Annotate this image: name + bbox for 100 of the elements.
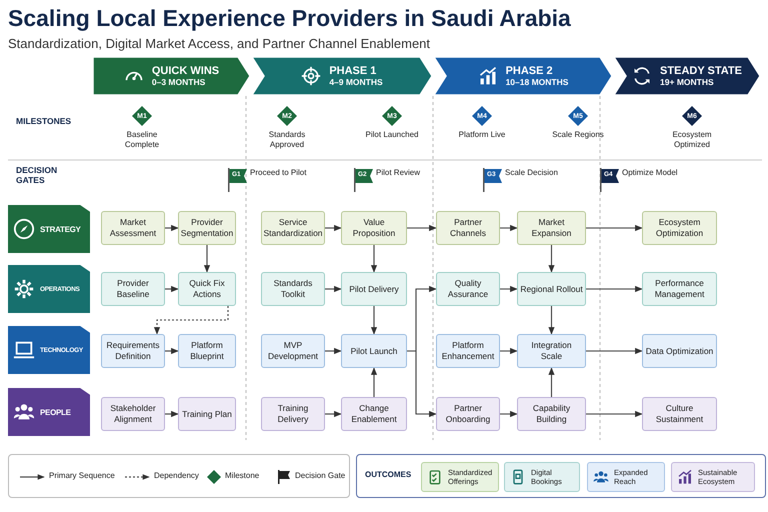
legend-label: Decision Gate [295, 471, 346, 480]
arrow [407, 224, 437, 232]
arrow [325, 224, 342, 232]
arrow [165, 348, 179, 354]
task-box: Pilot Launch [341, 334, 407, 368]
task-box: Change Enablement [341, 397, 407, 431]
phase-duration: 19+ MONTHS [660, 77, 715, 87]
milestone-diamond [682, 106, 702, 126]
milestone-diamond [472, 106, 492, 126]
milestone-label: Baseline Complete [124, 130, 160, 151]
arrow [548, 245, 555, 273]
outcome-card [587, 462, 665, 492]
gate-flag [228, 168, 248, 192]
gate-label: Proceed to Pilot [250, 168, 308, 179]
milestone-diamond [568, 106, 588, 126]
task-box: Training Plan [178, 397, 236, 431]
dependency-arrow [154, 306, 229, 335]
title: Scaling Local Experience Providers in Saudi Arabia [8, 5, 572, 33]
arrow [586, 348, 643, 354]
task-box: Platform Blueprint [178, 334, 236, 368]
phase-header [252, 57, 432, 95]
gate-flag [354, 168, 374, 192]
task-box: Ecosystem Optimization [642, 211, 717, 245]
milestone-label: Ecosystem Optimized [671, 130, 713, 151]
milestone-label: Standards Approved [268, 130, 306, 151]
arrow [500, 348, 518, 354]
arrow [407, 350, 437, 418]
arrow [370, 245, 378, 273]
arrow [204, 245, 210, 273]
milestone-label: Scale Regions [551, 130, 605, 141]
arrow [370, 367, 378, 397]
phase-duration: 4–9 MONTHS [329, 77, 383, 87]
task-box: Requirements Definition [101, 334, 165, 368]
task-box: Standards Toolkit [261, 272, 325, 306]
task-box: Performance Management [642, 272, 717, 306]
phase-title: STEADY STATE [660, 65, 742, 77]
arrow [500, 224, 518, 232]
task-box: Market Assessment [101, 211, 165, 245]
arrow [370, 306, 378, 335]
task-box: Platform Enhancement [436, 334, 500, 368]
task-box: Value Proposition [341, 211, 407, 245]
panel-title: OUTCOMES [365, 470, 412, 481]
gate-label: Optimize Model [622, 168, 679, 179]
milestone-diamond [132, 106, 152, 126]
gate-label: Scale Decision [505, 168, 559, 179]
outcome-card [504, 462, 580, 492]
task-box: Quality Assurance [436, 272, 500, 306]
arrow [500, 410, 518, 418]
arrow [325, 348, 342, 354]
arrow [586, 410, 643, 418]
row-label: MILESTONES [16, 116, 72, 128]
gate-label: Pilot Review [376, 168, 422, 179]
outcome-card [421, 462, 499, 492]
lane-header [8, 265, 90, 313]
gate-flag [483, 168, 503, 192]
legend-label: Milestone [225, 471, 260, 480]
arrow [165, 286, 179, 292]
task-box: Data Optimization [642, 334, 717, 368]
task-box: Quick Fix Actions [178, 272, 236, 306]
milestone-diamond [382, 106, 402, 126]
phase-header [93, 57, 250, 95]
task-box: Culture Sustainment [642, 397, 717, 431]
arrow [165, 410, 179, 418]
milestone-label: Platform Live [458, 130, 506, 141]
task-box: Provider Segmentation [178, 211, 236, 245]
task-box: Regional Rollout [517, 272, 586, 306]
subtitle: Standardization, Digital Market Access, and Partner Channel Enablement [8, 36, 432, 53]
outcomes-panel [356, 454, 766, 498]
arrow [325, 286, 342, 292]
lane-header [8, 205, 90, 253]
lane-header [8, 388, 90, 436]
arrow [165, 224, 179, 232]
task-box: Stakeholder Alignment [101, 397, 165, 431]
phase-title: PHASE 1 [329, 65, 378, 77]
row-label: DECISION GATES [16, 165, 58, 187]
task-box: Market Expansion [517, 211, 586, 245]
task-box: Training Delivery [261, 397, 325, 431]
arrow [548, 306, 555, 335]
legend-label: Primary Sequence [49, 471, 115, 480]
lane-title: STRATEGY [40, 224, 81, 234]
phase-header [434, 57, 612, 95]
arrow [586, 224, 643, 232]
lane-header [8, 326, 90, 374]
phase-title: PHASE 2 [506, 65, 554, 77]
task-box: Pilot Delivery [341, 272, 407, 306]
legend-label: Dependency [154, 471, 199, 480]
phase-duration: 10–18 MONTHS [506, 77, 568, 87]
arrow [325, 410, 342, 418]
phase-duration: 0–3 MONTHS [152, 77, 206, 87]
task-box: Provider Baseline [101, 272, 165, 306]
milestone-label: Pilot Launched [364, 130, 420, 141]
phase-header [614, 57, 760, 95]
task-box: Partner Onboarding [436, 397, 500, 431]
task-box: Service Standardization [261, 211, 325, 245]
lane-title: PEOPLE [40, 408, 71, 416]
outcome-card [671, 462, 755, 492]
task-box: Partner Channels [436, 211, 500, 245]
task-box: MVP Development [261, 334, 325, 368]
gate-flag [600, 168, 620, 192]
arrow [586, 286, 643, 292]
